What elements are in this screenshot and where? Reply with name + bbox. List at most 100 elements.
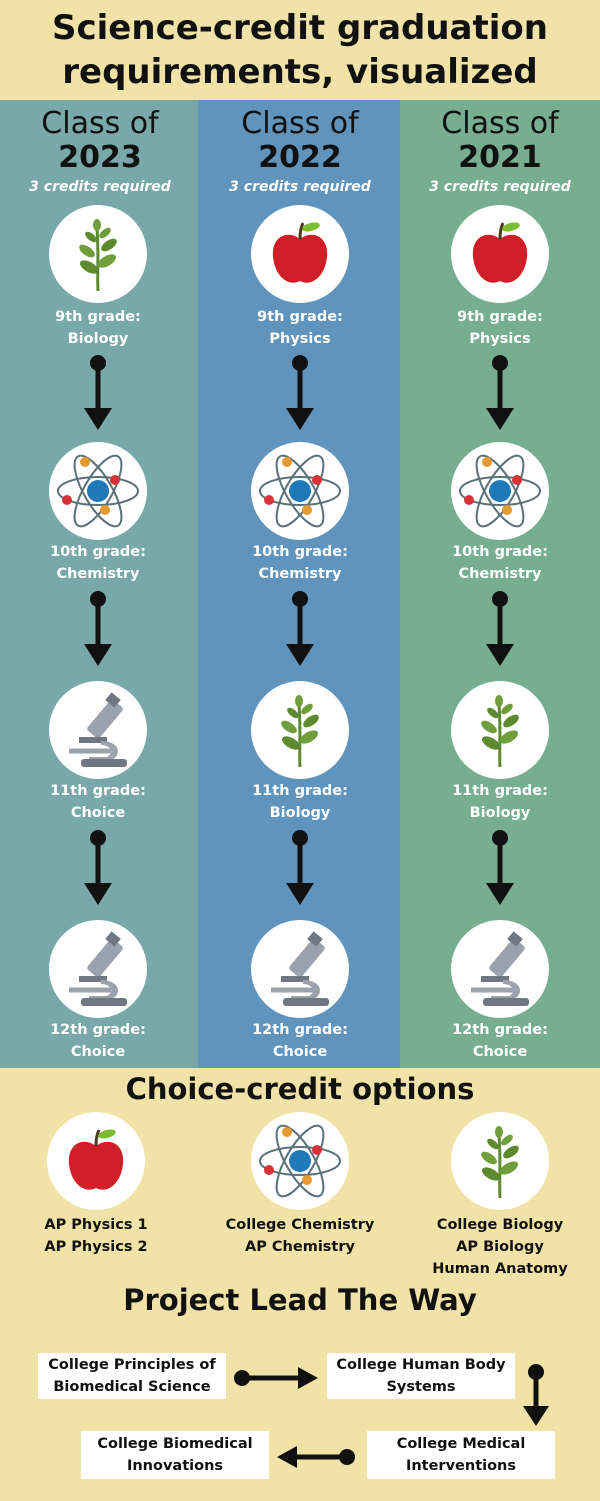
credits-required: 3 credits required <box>429 179 571 195</box>
arrow-left-icon <box>277 1446 355 1468</box>
atom-icon <box>251 442 349 540</box>
pltw-course-principles: College Principles of Biomedical Science <box>38 1353 226 1399</box>
apple-icon <box>47 1112 145 1210</box>
microscope-icon <box>49 681 147 779</box>
microscope-icon <box>451 920 549 1018</box>
grade-name: 9th grade: <box>55 309 141 325</box>
option-line: AP Physics 1 <box>44 1217 148 1233</box>
grade-label: 11th grade: Choice <box>0 780 198 824</box>
apple-icon <box>451 205 549 303</box>
arrow-down-icon <box>485 354 515 432</box>
arrow-down-icon <box>83 590 113 668</box>
grade-label: 12th grade: Choice <box>400 1019 600 1063</box>
arrow-down-icon <box>285 829 315 907</box>
arrow-down-icon <box>285 590 315 668</box>
grade-name: 12th grade: <box>50 1022 146 1038</box>
course-line: College Human Body <box>336 1357 506 1373</box>
plant-icon <box>49 205 147 303</box>
course-line: Innovations <box>126 1458 224 1474</box>
grade-name: 12th grade: <box>452 1022 548 1038</box>
grade-label: 11th grade: Biology <box>200 780 400 824</box>
grade-name: 9th grade: <box>257 309 343 325</box>
grade-name: 11th grade: <box>252 783 348 799</box>
grade-subject: Chemistry <box>458 566 542 582</box>
course-line: College Biomedical <box>97 1436 253 1452</box>
option-line: AP Physics 2 <box>44 1239 148 1255</box>
grade-label: 9th grade: Physics <box>400 306 600 350</box>
atom-icon <box>451 442 549 540</box>
option-line: College Chemistry <box>225 1217 375 1233</box>
class-of-label: Class of <box>441 106 559 141</box>
pltw-section-title: Project Lead The Way <box>123 1283 477 1317</box>
credits-required: 3 credits required <box>29 179 171 195</box>
grade-name: 10th grade: <box>50 544 146 560</box>
atom-icon <box>251 1112 349 1210</box>
grade-name: 10th grade: <box>452 544 548 560</box>
apple-icon <box>251 205 349 303</box>
column-class-2021: Class of 2021 3 credits required <box>400 100 600 1068</box>
grade-subject: Biology <box>469 805 531 821</box>
grade-name: 11th grade: <box>452 783 548 799</box>
grade-label: 10th grade: Chemistry <box>0 541 198 585</box>
grade-label: 9th grade: Physics <box>200 306 400 350</box>
course-line: College Principles of <box>48 1357 216 1373</box>
grade-label: 11th grade: Biology <box>400 780 600 824</box>
grade-label: 10th grade: Chemistry <box>400 541 600 585</box>
arrow-down-icon <box>83 354 113 432</box>
grade-name: 12th grade: <box>252 1022 348 1038</box>
option-line: AP Biology <box>456 1239 544 1255</box>
grade-label: 12th grade: Choice <box>0 1019 198 1063</box>
class-year: 2021 <box>458 140 542 175</box>
arrow-down-icon <box>523 1364 549 1426</box>
course-line: Interventions <box>405 1458 517 1474</box>
option-line: Human Anatomy <box>432 1261 568 1277</box>
grade-label: 10th grade: Chemistry <box>200 541 400 585</box>
grade-subject: Biology <box>269 805 331 821</box>
grade-label: 12th grade: Choice <box>200 1019 400 1063</box>
course-line: College Medical <box>396 1436 526 1452</box>
arrow-down-icon <box>485 829 515 907</box>
grade-subject: Physics <box>269 331 331 347</box>
course-line: Biomedical Science <box>53 1379 211 1395</box>
grade-name: 11th grade: <box>50 783 146 799</box>
grade-label: 9th grade: Biology <box>0 306 198 350</box>
class-year: 2023 <box>58 140 142 175</box>
class-year: 2022 <box>258 140 342 175</box>
credits-required: 3 credits required <box>229 179 371 195</box>
choice-option-label: AP Physics 1 AP Physics 2 <box>0 1214 196 1258</box>
grade-subject: Chemistry <box>258 566 342 582</box>
arrow-right-icon <box>234 1367 318 1389</box>
microscope-icon <box>49 920 147 1018</box>
choice-section-title: Choice-credit options <box>125 1072 475 1106</box>
arrow-down-icon <box>83 829 113 907</box>
arrow-down-icon <box>285 354 315 432</box>
grade-subject: Biology <box>67 331 129 347</box>
class-of-label: Class of <box>41 106 159 141</box>
grade-name: 9th grade: <box>457 309 543 325</box>
atom-icon <box>49 442 147 540</box>
plant-icon <box>451 681 549 779</box>
plant-icon <box>251 681 349 779</box>
grade-subject: Choice <box>70 1044 126 1060</box>
class-of-label: Class of <box>241 106 359 141</box>
option-line: AP Chemistry <box>245 1239 355 1255</box>
page-title: Science-credit graduation requirements, … <box>0 0 600 100</box>
title-line-2: requirements, visualized <box>62 52 538 92</box>
arrow-down-icon <box>485 590 515 668</box>
title-line-1: Science-credit graduation <box>52 8 548 48</box>
choice-option-label: College Chemistry AP Chemistry <box>200 1214 400 1258</box>
microscope-icon <box>251 920 349 1018</box>
grade-subject: Choice <box>272 1044 328 1060</box>
grade-subject: Choice <box>472 1044 528 1060</box>
grade-subject: Physics <box>469 331 531 347</box>
option-line: College Biology <box>436 1217 564 1233</box>
course-line: Systems <box>386 1379 456 1395</box>
grade-subject: Choice <box>70 805 126 821</box>
grade-name: 10th grade: <box>252 544 348 560</box>
plant-icon <box>451 1112 549 1210</box>
grade-subject: Chemistry <box>56 566 140 582</box>
